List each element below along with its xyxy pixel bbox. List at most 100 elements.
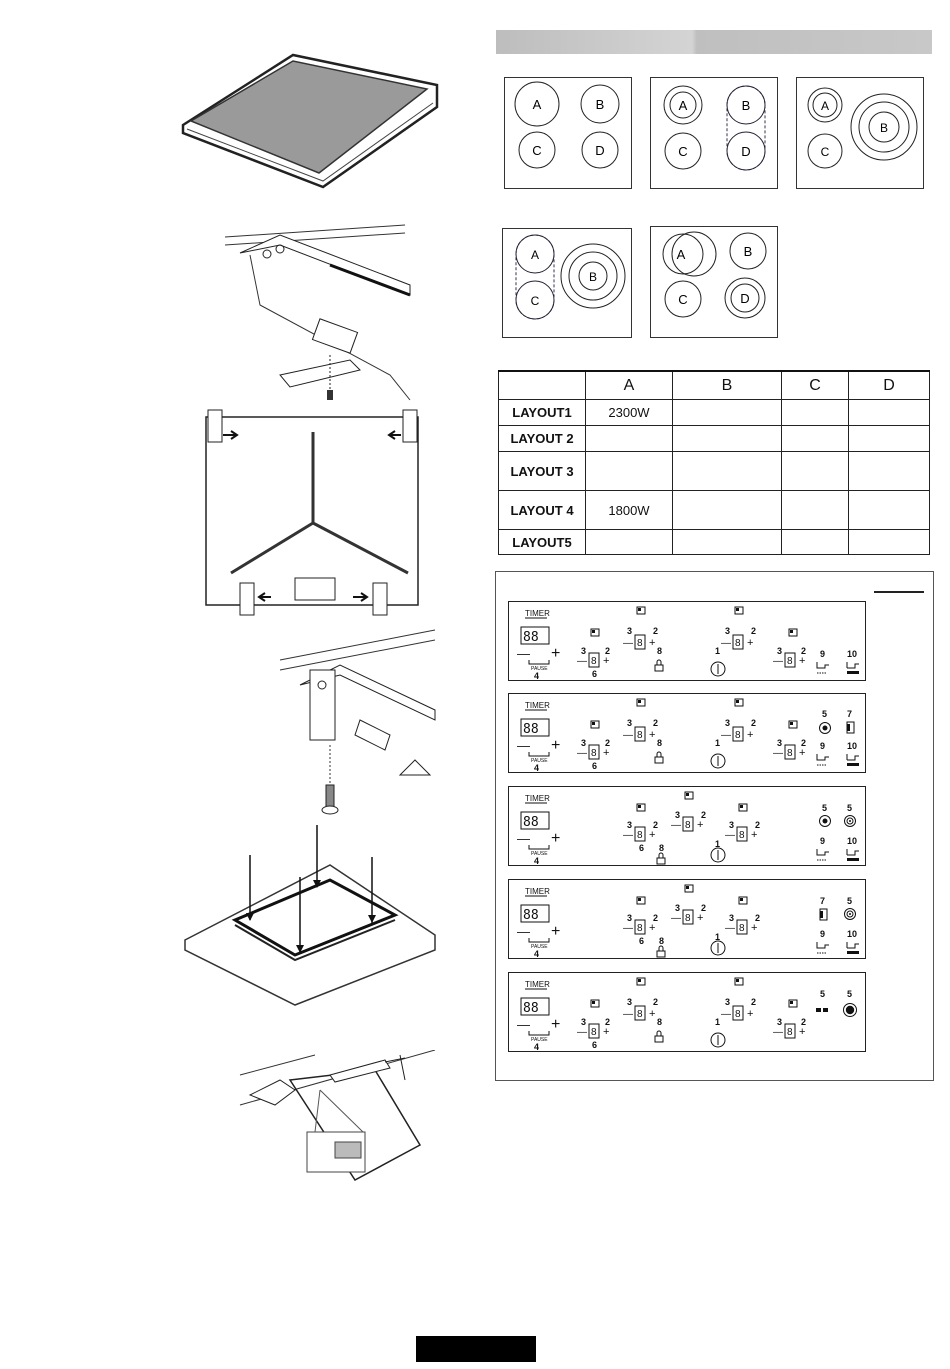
key-minus: — bbox=[725, 830, 735, 841]
power-table: A B C D LAYOUT1 2300W LAYOUT 2 LAYOUT 3 … bbox=[498, 370, 930, 555]
zone-digit: 8 bbox=[637, 730, 643, 741]
pause-label: PAUSE bbox=[531, 666, 548, 672]
key-number: 2 bbox=[653, 997, 658, 1007]
zone-digit: 8 bbox=[735, 1009, 741, 1020]
row-label: LAYOUT 2 bbox=[498, 425, 586, 452]
zone-label: A bbox=[677, 247, 686, 262]
zone-layout-5: A B C D bbox=[650, 226, 778, 338]
timer-plus: + bbox=[551, 923, 560, 940]
key-plus: + bbox=[649, 1008, 655, 1020]
hob-top-illustration bbox=[181, 53, 439, 189]
table-cell bbox=[672, 451, 782, 491]
zone-digit: 8 bbox=[637, 923, 643, 934]
key-number: 2 bbox=[751, 997, 756, 1007]
key-plus: + bbox=[751, 829, 757, 841]
key-number: 2 bbox=[653, 626, 658, 636]
table-row: LAYOUT1 2300W bbox=[498, 399, 930, 426]
key-minus: — bbox=[623, 1009, 633, 1020]
key-number: 4 bbox=[534, 856, 539, 865]
key-plus: + bbox=[649, 729, 655, 741]
key-number: 3 bbox=[627, 626, 632, 636]
table-cell bbox=[672, 529, 782, 555]
key-number: 2 bbox=[605, 738, 610, 748]
key-plus: + bbox=[747, 637, 753, 649]
key-number: 2 bbox=[653, 820, 658, 830]
key-plus: + bbox=[649, 637, 655, 649]
key-minus: — bbox=[577, 748, 587, 759]
table-cell bbox=[585, 451, 673, 491]
key-number: 3 bbox=[725, 626, 730, 636]
timer-minus: — bbox=[517, 831, 530, 846]
zone-label: B bbox=[589, 270, 597, 284]
key-minus: — bbox=[773, 656, 783, 667]
panel-graphic: TIMER 88 — + PAUSE 4 3 2 — 8 + 3 2 — bbox=[517, 606, 859, 680]
key-minus: — bbox=[577, 1027, 587, 1038]
key-number: 3 bbox=[581, 646, 586, 656]
key-number: 3 bbox=[627, 997, 632, 1007]
zone-layout-4: A B C bbox=[502, 228, 632, 338]
key-number: 3 bbox=[777, 646, 782, 656]
key-number: 1 bbox=[715, 1017, 720, 1027]
zone-label: A bbox=[533, 97, 542, 112]
key-plus: + bbox=[799, 1026, 805, 1038]
key-number: 7 bbox=[820, 896, 825, 906]
zone-digit: 8 bbox=[637, 830, 643, 841]
key-number: 3 bbox=[581, 738, 586, 748]
panel-graphic: TIMER 88 — + PAUSE 4 3 2 — 8 + 6 3 2 bbox=[517, 791, 859, 865]
control-panel-layout5: TIMER 88 — + PAUSE 4 3 2 — 8 + 3 2 — bbox=[508, 972, 866, 1052]
key-number: 8 bbox=[659, 936, 664, 946]
key-number: 2 bbox=[801, 646, 806, 656]
zone-digit: 8 bbox=[739, 923, 745, 934]
timer-minus: — bbox=[517, 646, 530, 661]
zone-digit: 8 bbox=[735, 730, 741, 741]
key-plus: + bbox=[697, 819, 703, 831]
key-number: 2 bbox=[751, 718, 756, 728]
table-cell bbox=[585, 529, 673, 555]
zone-layout-2: A B C D bbox=[650, 77, 778, 189]
zone-digit: 8 bbox=[787, 1027, 793, 1038]
timer-minus: — bbox=[517, 924, 530, 939]
timer-label: TIMER bbox=[525, 887, 550, 896]
table-cell bbox=[848, 529, 930, 555]
key-number: 1 bbox=[715, 839, 720, 849]
row-label: LAYOUT 4 bbox=[498, 490, 586, 530]
timer-digits: 88 bbox=[523, 908, 539, 923]
key-plus: + bbox=[697, 912, 703, 924]
table-header-cell: C bbox=[781, 370, 849, 400]
key-plus: + bbox=[603, 1026, 609, 1038]
zone-label: B bbox=[742, 98, 751, 113]
timer-label: TIMER bbox=[525, 794, 550, 803]
key-number: 9 bbox=[820, 741, 825, 751]
section-header-bar bbox=[496, 30, 932, 54]
timer-label: TIMER bbox=[525, 980, 550, 989]
table-cell bbox=[848, 425, 930, 452]
table-cell bbox=[781, 451, 849, 491]
pause-label: PAUSE bbox=[531, 944, 548, 950]
key-plus: + bbox=[603, 747, 609, 759]
key-minus: — bbox=[623, 730, 633, 741]
timer-minus: — bbox=[517, 738, 530, 753]
zone-digit: 8 bbox=[637, 638, 643, 649]
key-number: 2 bbox=[605, 1017, 610, 1027]
key-minus: — bbox=[773, 748, 783, 759]
table-cell bbox=[781, 490, 849, 530]
timer-minus: — bbox=[517, 1017, 530, 1032]
timer-label: TIMER bbox=[525, 609, 550, 618]
zone-digit: 8 bbox=[591, 1027, 597, 1038]
key-number: 8 bbox=[657, 738, 662, 748]
table-header-cell: A bbox=[585, 370, 673, 400]
control-panel-layout4: TIMER 88 — + PAUSE 4 3 2 — 8 + 6 3 2 bbox=[508, 879, 866, 959]
key-number: 10 bbox=[847, 741, 857, 751]
key-number: 3 bbox=[725, 718, 730, 728]
zone-label: D bbox=[740, 291, 749, 306]
key-number: 2 bbox=[701, 810, 706, 820]
key-number: 5 bbox=[847, 896, 852, 906]
zone-label: A bbox=[531, 248, 539, 262]
key-number: 8 bbox=[659, 843, 664, 853]
zone-label: C bbox=[678, 144, 687, 159]
zone-digit: 8 bbox=[787, 656, 793, 667]
table-cell bbox=[848, 490, 930, 530]
table-row: LAYOUT5 bbox=[498, 529, 930, 555]
key-number: 4 bbox=[534, 763, 539, 772]
key-number: 10 bbox=[847, 836, 857, 846]
